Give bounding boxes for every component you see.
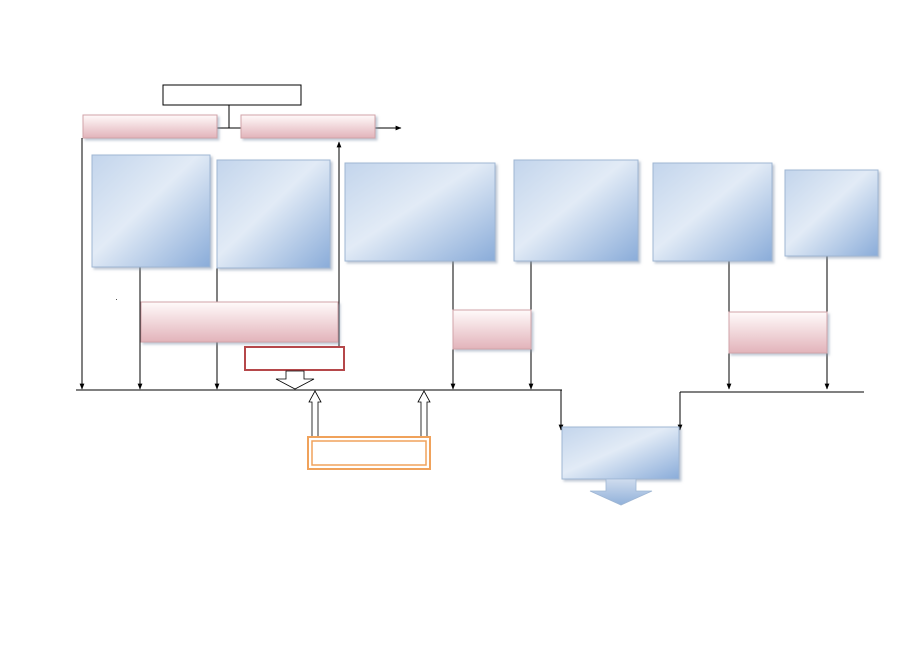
- connector-lines: [76, 105, 864, 431]
- blue-box-2: [216, 159, 331, 269]
- pink-box-right-lower: [728, 311, 828, 354]
- blue-box-4: [513, 159, 639, 262]
- hollow-up-arrow-right: [417, 390, 431, 439]
- blue-box-1: [91, 154, 211, 268]
- red-outline-box: [244, 346, 345, 371]
- blue-box-3: [344, 162, 496, 262]
- blue-box-6: [784, 169, 879, 257]
- bottom-blue-box: [561, 426, 680, 480]
- hollow-up-arrow-left: [308, 390, 322, 439]
- orange-outline-box: [307, 436, 431, 470]
- blue-box-5: [652, 162, 773, 262]
- top-box: [162, 84, 302, 106]
- hollow-down-arrow: [275, 370, 315, 390]
- stray-dot: [116, 299, 117, 300]
- pink-box-mid: [452, 309, 532, 350]
- pink-box-top-left: [82, 114, 218, 139]
- pink-box-wide: [140, 301, 339, 343]
- pink-box-top-right: [240, 114, 376, 139]
- bottom-down-arrow: [589, 478, 653, 506]
